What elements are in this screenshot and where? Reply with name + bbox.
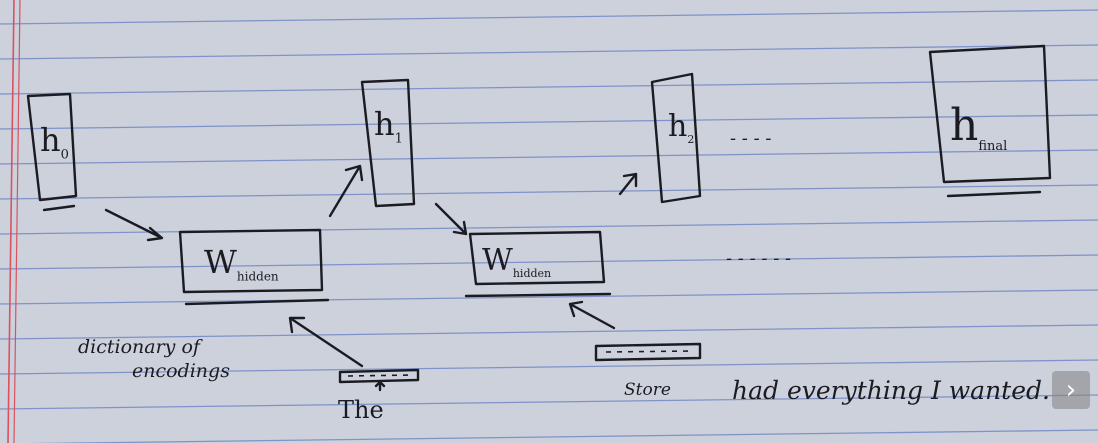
rule-line (0, 359, 1098, 375)
input-vector-store (594, 342, 702, 362)
w-hidden-underline-1 (184, 298, 330, 306)
h1-label-main: h (374, 105, 395, 143)
h2-label-sub: 2 (687, 133, 695, 146)
arrow-the-to-w1 (288, 316, 364, 368)
sentence-rest: had everything I wanted. (732, 376, 1050, 405)
rule-line (0, 114, 1098, 130)
w-hidden-label-1-main: W (204, 243, 237, 281)
rule-line (0, 289, 1098, 305)
rule-line (0, 149, 1098, 165)
next-button[interactable]: › (1052, 371, 1090, 409)
note-encodings: encodings (132, 360, 230, 382)
ellipsis-middle: - - - - - - (726, 248, 792, 269)
h-final-box (928, 44, 1052, 184)
arrow-h1-to-w2 (434, 202, 468, 236)
arrow-store-to-w2 (568, 300, 616, 330)
input-word-store: Store (624, 380, 671, 400)
rule-line (0, 184, 1098, 200)
w-hidden-label-2: Whidden (482, 243, 552, 280)
input-vector-store-dashes (605, 350, 695, 353)
h1-label: h1 (374, 108, 403, 145)
rule-line (0, 394, 1098, 410)
chevron-right-icon: › (1065, 375, 1077, 405)
rule-line (0, 9, 1098, 25)
rule-line (0, 324, 1098, 340)
arrow-h0-to-w1 (104, 208, 164, 242)
margin-line (7, 0, 15, 443)
h-final-label-sub: final (978, 138, 1008, 154)
h1-box (360, 78, 416, 208)
rule-line (0, 79, 1098, 95)
w-hidden-underline-2 (464, 292, 612, 298)
h2-label: h2 (668, 109, 695, 146)
h0-label: h0 (40, 124, 69, 161)
input-vector-the-dashes (347, 374, 415, 377)
input-vector-the (338, 368, 420, 384)
h-final-underline (946, 190, 1042, 198)
h1-label-sub: 1 (394, 131, 403, 147)
note-dictionary: dictionary of (78, 336, 200, 358)
w-hidden-box-2 (468, 230, 606, 286)
rule-line (0, 44, 1098, 60)
margin-line-second (13, 0, 21, 443)
w-hidden-box-1 (178, 228, 324, 294)
rule-line (27, 429, 1098, 443)
arrow-the-up (374, 380, 386, 392)
h0-label-sub: 0 (60, 147, 69, 163)
h2-label-main: h (668, 109, 688, 144)
h0-box (26, 92, 78, 202)
h0-underline (42, 204, 76, 212)
w-hidden-label-1: Whidden (204, 246, 279, 282)
w-hidden-label-2-main: W (482, 243, 513, 278)
w-hidden-label-2-sub: hidden (512, 267, 552, 280)
h2-box (650, 72, 702, 204)
arrow-w1-to-h1 (328, 164, 364, 218)
h0-label-main: h (40, 121, 61, 159)
h-final-label: hfinal (950, 104, 1007, 153)
w-hidden-label-1-sub: hidden (236, 269, 279, 284)
arrow-w2-to-h2 (618, 172, 638, 196)
h-final-label-main: h (950, 100, 979, 151)
input-word-the: The (338, 396, 384, 424)
ellipsis-top: - - - - (730, 128, 772, 149)
